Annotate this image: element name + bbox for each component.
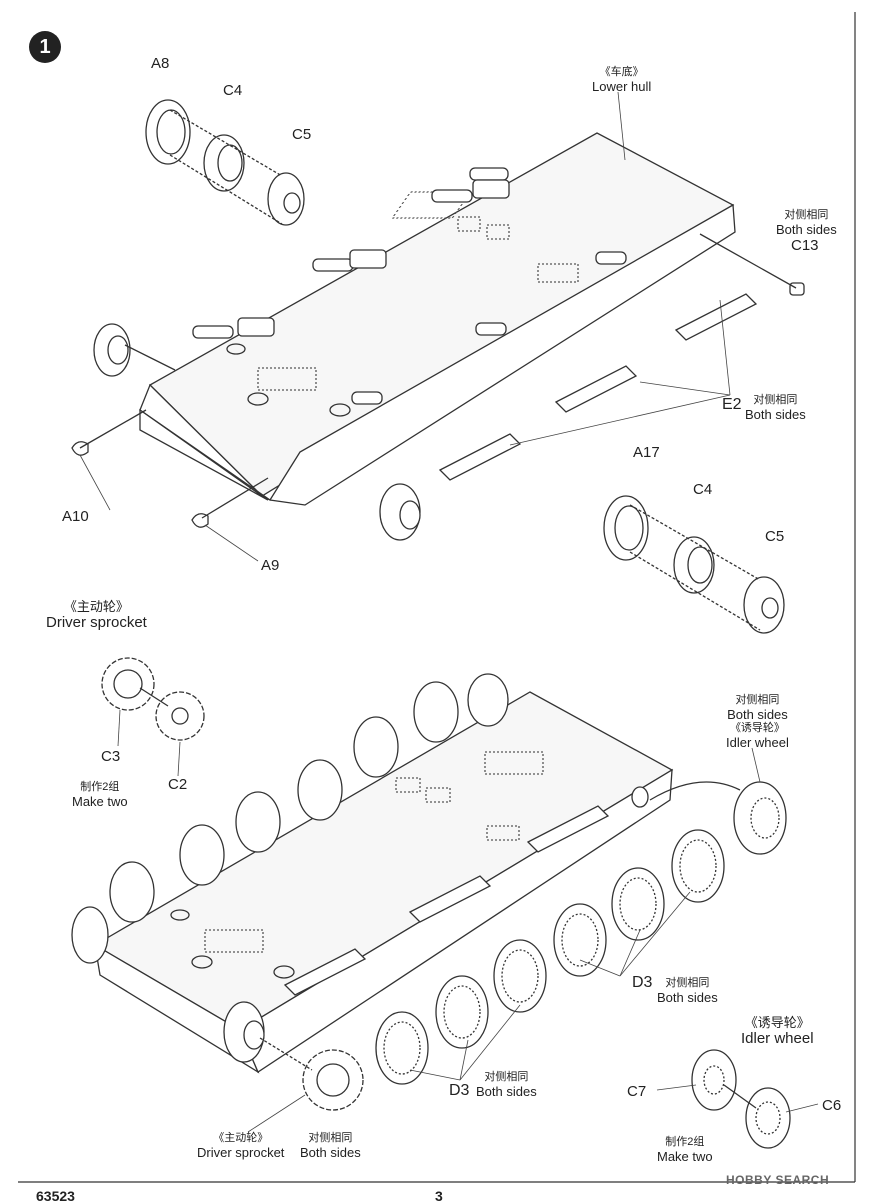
make-two-en-idler: Make two [657,1149,713,1164]
part-label-a8: A8 [151,55,170,72]
lower-hull-drawing [139,132,758,506]
driver-sprocket-en-bottom: Driver sprocket [197,1145,285,1160]
both-sides-zh-d3-upper: 对侧相同 [665,977,710,989]
part-label-c4-right: C4 [693,481,713,498]
small-parts [71,233,805,528]
page-number: 3 [435,1188,443,1204]
driver-sprocket-parts [101,657,205,741]
both-sides-en-c13: Both sides [776,222,837,237]
lower-hull-label-zh: 《车底》 [599,66,644,78]
part-label-a10: A10 [62,508,89,525]
bottom-hull-drawing [93,691,674,1074]
part-label-c2: C2 [168,776,188,793]
both-sides-en-sprocket: Both sides [300,1145,361,1160]
part-label-c13: C13 [791,237,819,254]
leader-lines-top [79,91,731,562]
both-sides-zh-c13: 对侧相同 [784,209,829,221]
idler-wheel-title-zh: 《诱导轮》 [744,1015,810,1030]
lower-hull-label-en: Lower hull [592,79,652,94]
near-side-road-wheels [375,829,725,1085]
part-label-c3: C3 [101,748,121,765]
model-code: 63523 [36,1188,75,1204]
make-two-zh-sprocket: 制作2组 [80,781,120,793]
idler-wheel-title: 《诱导轮》 Idler wheel [741,1016,814,1046]
both-sides-label-c13: 对侧相同 Both sides [776,209,837,237]
part-label-c4-top: C4 [223,82,243,99]
both-sides-label-e2: 对侧相同 Both sides [745,394,806,422]
driver-sprocket-bottom-label: 《主动轮》 Driver sprocket [197,1132,285,1160]
right-wheel-assembly [603,495,785,634]
part-label-a9: A9 [261,557,280,574]
make-two-label-sprocket: 制作2组 Make two [72,781,128,809]
idler-wheel-en-attach: Idler wheel [726,735,789,750]
part-label-d3-lower: D3 [449,1082,470,1099]
both-sides-en-d3-upper: Both sides [657,990,718,1005]
lower-hull-label: 《车底》 Lower hull [592,66,652,94]
part-label-c6: C6 [822,1097,842,1114]
part-label-a17: A17 [633,444,660,461]
idler-wheel-title-en: Idler wheel [741,1030,814,1047]
driver-sprocket-title: 《主动轮》 Driver sprocket [46,600,147,630]
drive-sprocket-attach [223,1001,364,1111]
driver-sprocket-title-zh: 《主动轮》 [63,599,129,614]
both-sides-label-d3-upper: 对侧相同 Both sides [657,977,718,1005]
both-sides-zh-e2: 对侧相同 [753,394,798,406]
part-label-e2: E2 [722,396,742,413]
both-sides-zh-d3-lower: 对侧相同 [484,1071,529,1083]
watermark: HOBBY SEARCH [726,1173,830,1187]
both-sides-en-d3-lower: Both sides [476,1084,537,1099]
part-label-c5-top: C5 [292,126,312,143]
both-sides-label-sprocket: 对侧相同 Both sides [300,1132,361,1160]
both-sides-en-idler: Both sides [727,707,788,722]
top-left-wheel-assembly [145,99,305,226]
part-label-c7: C7 [627,1083,647,1100]
both-sides-en-e2: Both sides [745,407,806,422]
idler-wheel-zh-attach: 《诱导轮》 [729,722,785,734]
driver-sprocket-zh-bottom: 《主动轮》 [213,1132,269,1144]
step-number-badge: 1 [29,31,61,63]
both-sides-zh-idler: 对侧相同 [735,694,780,706]
near-side-bogies [283,805,610,996]
idler-wheel-parts [691,1049,791,1149]
driver-sprocket-title-en: Driver sprocket [46,614,147,631]
both-sides-zh-sprocket: 对侧相同 [308,1132,353,1144]
hull-idler-hub [93,323,176,377]
leader-lines-bottom [117,709,819,1133]
make-two-en-sprocket: Make two [72,794,128,809]
make-two-zh-idler: 制作2组 [665,1136,705,1148]
part-label-d3-upper: D3 [632,974,653,991]
idler-wheel-attach-label: 对侧相同 Both sides 《诱导轮》 Idler wheel [726,694,789,750]
hull-sprocket-hub [379,483,421,541]
part-label-c5-right: C5 [765,528,785,545]
both-sides-label-d3-lower: 对侧相同 Both sides [476,1071,537,1099]
make-two-label-idler: 制作2组 Make two [657,1136,713,1164]
far-side-road-wheels [71,673,509,964]
